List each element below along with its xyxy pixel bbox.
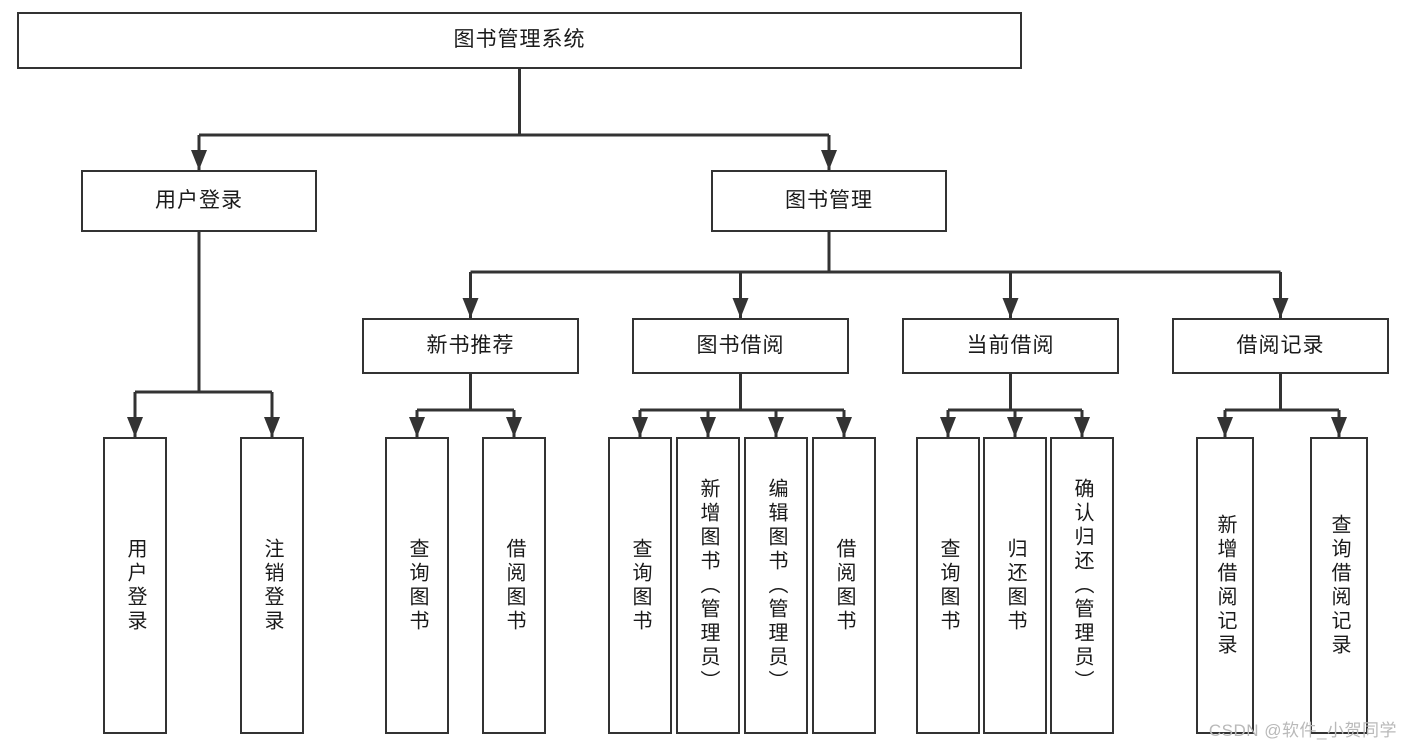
arrow-head-icon xyxy=(821,150,837,170)
arrow-head-icon xyxy=(1272,298,1289,318)
node-borrow-record[interactable]: 借阅记录 xyxy=(1172,318,1389,374)
arrow-head-icon xyxy=(1002,298,1019,318)
arrow-head-icon xyxy=(1331,417,1347,437)
node-leaf-query-borrow-record[interactable]: 查询借阅记录 xyxy=(1310,437,1368,734)
node-book-management[interactable]: 图书管理 xyxy=(711,170,947,232)
node-leaf-add-borrow-record[interactable]: 新增借阅记录 xyxy=(1196,437,1254,734)
node-label: 新书推荐 xyxy=(426,333,515,357)
node-label: 查询图书 xyxy=(406,537,428,634)
node-user-login[interactable]: 用户登录 xyxy=(81,170,317,232)
node-label: 归还图书 xyxy=(1004,537,1026,634)
node-leaf-borrow-book-recommend[interactable]: 借阅图书 xyxy=(482,437,546,734)
node-leaf-add-book[interactable]: 新增图书（管理员） xyxy=(676,437,740,734)
node-label: 注销登录 xyxy=(261,537,283,634)
arrow-head-icon xyxy=(462,298,479,318)
arrow-head-icon xyxy=(836,417,852,437)
node-leaf-confirm-return[interactable]: 确认归还（管理员） xyxy=(1050,437,1114,734)
node-label: 借阅记录 xyxy=(1236,333,1325,357)
arrow-head-icon xyxy=(768,417,784,437)
node-leaf-query-book-current[interactable]: 查询图书 xyxy=(916,437,980,734)
node-label: 查询借阅记录 xyxy=(1328,513,1350,658)
arrow-head-icon xyxy=(409,417,425,437)
arrow-head-icon xyxy=(506,417,522,437)
arrow-head-icon xyxy=(732,298,749,318)
arrow-head-icon xyxy=(700,417,716,437)
node-label: 查询图书 xyxy=(629,537,651,634)
node-label: 确认归还（管理员） xyxy=(1071,477,1093,694)
node-leaf-query-book-borrow[interactable]: 查询图书 xyxy=(608,437,672,734)
arrow-head-icon xyxy=(1007,417,1023,437)
node-label: 借阅图书 xyxy=(833,537,855,634)
node-leaf-query-book-recommend[interactable]: 查询图书 xyxy=(385,437,449,734)
node-book-borrow[interactable]: 图书借阅 xyxy=(632,318,849,374)
node-label: 用户登录 xyxy=(155,188,243,212)
arrow-head-icon xyxy=(264,417,280,437)
node-leaf-logout-login[interactable]: 注销登录 xyxy=(240,437,304,734)
node-new-book-recommend[interactable]: 新书推荐 xyxy=(362,318,579,374)
node-label: 新增借阅记录 xyxy=(1214,513,1236,658)
node-label: 借阅图书 xyxy=(503,537,525,634)
arrow-head-icon xyxy=(632,417,648,437)
node-leaf-borrow-book[interactable]: 借阅图书 xyxy=(812,437,876,734)
arrow-head-icon xyxy=(127,417,143,437)
node-current-borrow[interactable]: 当前借阅 xyxy=(902,318,1119,374)
arrow-head-icon xyxy=(1074,417,1090,437)
node-label: 新增图书（管理员） xyxy=(697,477,719,694)
node-root[interactable]: 图书管理系统 xyxy=(17,12,1022,69)
arrow-head-icon xyxy=(940,417,956,437)
node-leaf-user-login[interactable]: 用户登录 xyxy=(103,437,167,734)
csdn-watermark: CSDN @软件_小贺同学 xyxy=(1208,721,1397,740)
node-label: 图书管理系统 xyxy=(453,28,586,52)
node-leaf-edit-book[interactable]: 编辑图书（管理员） xyxy=(744,437,808,734)
arrow-head-icon xyxy=(1217,417,1233,437)
node-label: 当前借阅 xyxy=(966,333,1055,357)
node-label: 用户登录 xyxy=(124,537,146,634)
node-label: 查询图书 xyxy=(937,537,959,634)
node-leaf-return-book[interactable]: 归还图书 xyxy=(983,437,1047,734)
node-label: 编辑图书（管理员） xyxy=(765,477,787,694)
arrow-head-icon xyxy=(191,150,207,170)
node-label: 图书管理 xyxy=(785,188,873,212)
node-label: 图书借阅 xyxy=(696,333,785,357)
